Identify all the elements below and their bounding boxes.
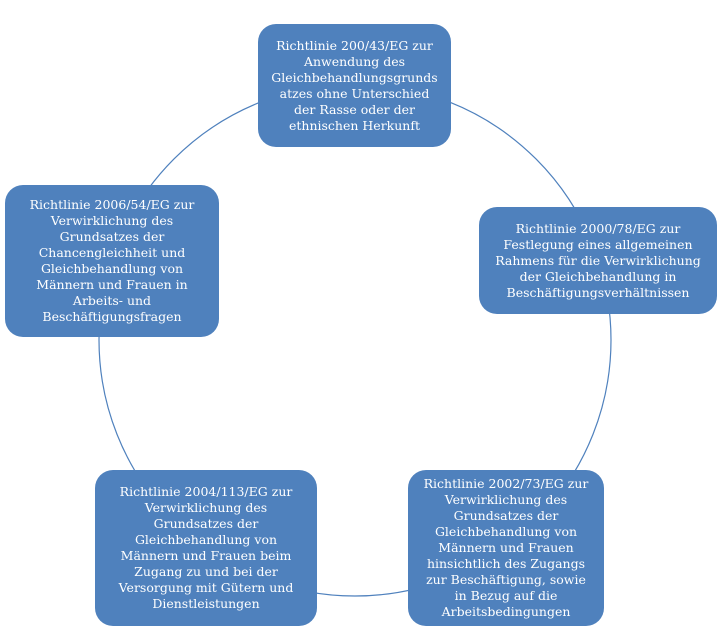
directive-label-2002-73: Richtlinie 2002/73/EG zur Verwirklichung… xyxy=(423,476,589,619)
directive-node-2006-54: Richtlinie 2006/54/EG zur Verwirklichung… xyxy=(5,185,219,337)
directive-node-2000-78: Richtlinie 2000/78/EG zur Festlegung ein… xyxy=(479,207,717,314)
directive-node-2000-43: Richtlinie 200/43/EG zur Anwendung des G… xyxy=(258,24,451,147)
directive-label-2000-78: Richtlinie 2000/78/EG zur Festlegung ein… xyxy=(495,220,701,300)
directive-label-2004-113: Richtlinie 2004/113/EG zur Verwirklichun… xyxy=(118,484,294,611)
directive-label-2000-43: Richtlinie 200/43/EG zur Anwendung des G… xyxy=(271,37,438,133)
directive-label-2006-54: Richtlinie 2006/54/EG zur Verwirklichung… xyxy=(29,197,195,324)
directive-node-2004-113: Richtlinie 2004/113/EG zur Verwirklichun… xyxy=(95,470,317,626)
directive-node-2002-73: Richtlinie 2002/73/EG zur Verwirklichung… xyxy=(408,470,604,626)
